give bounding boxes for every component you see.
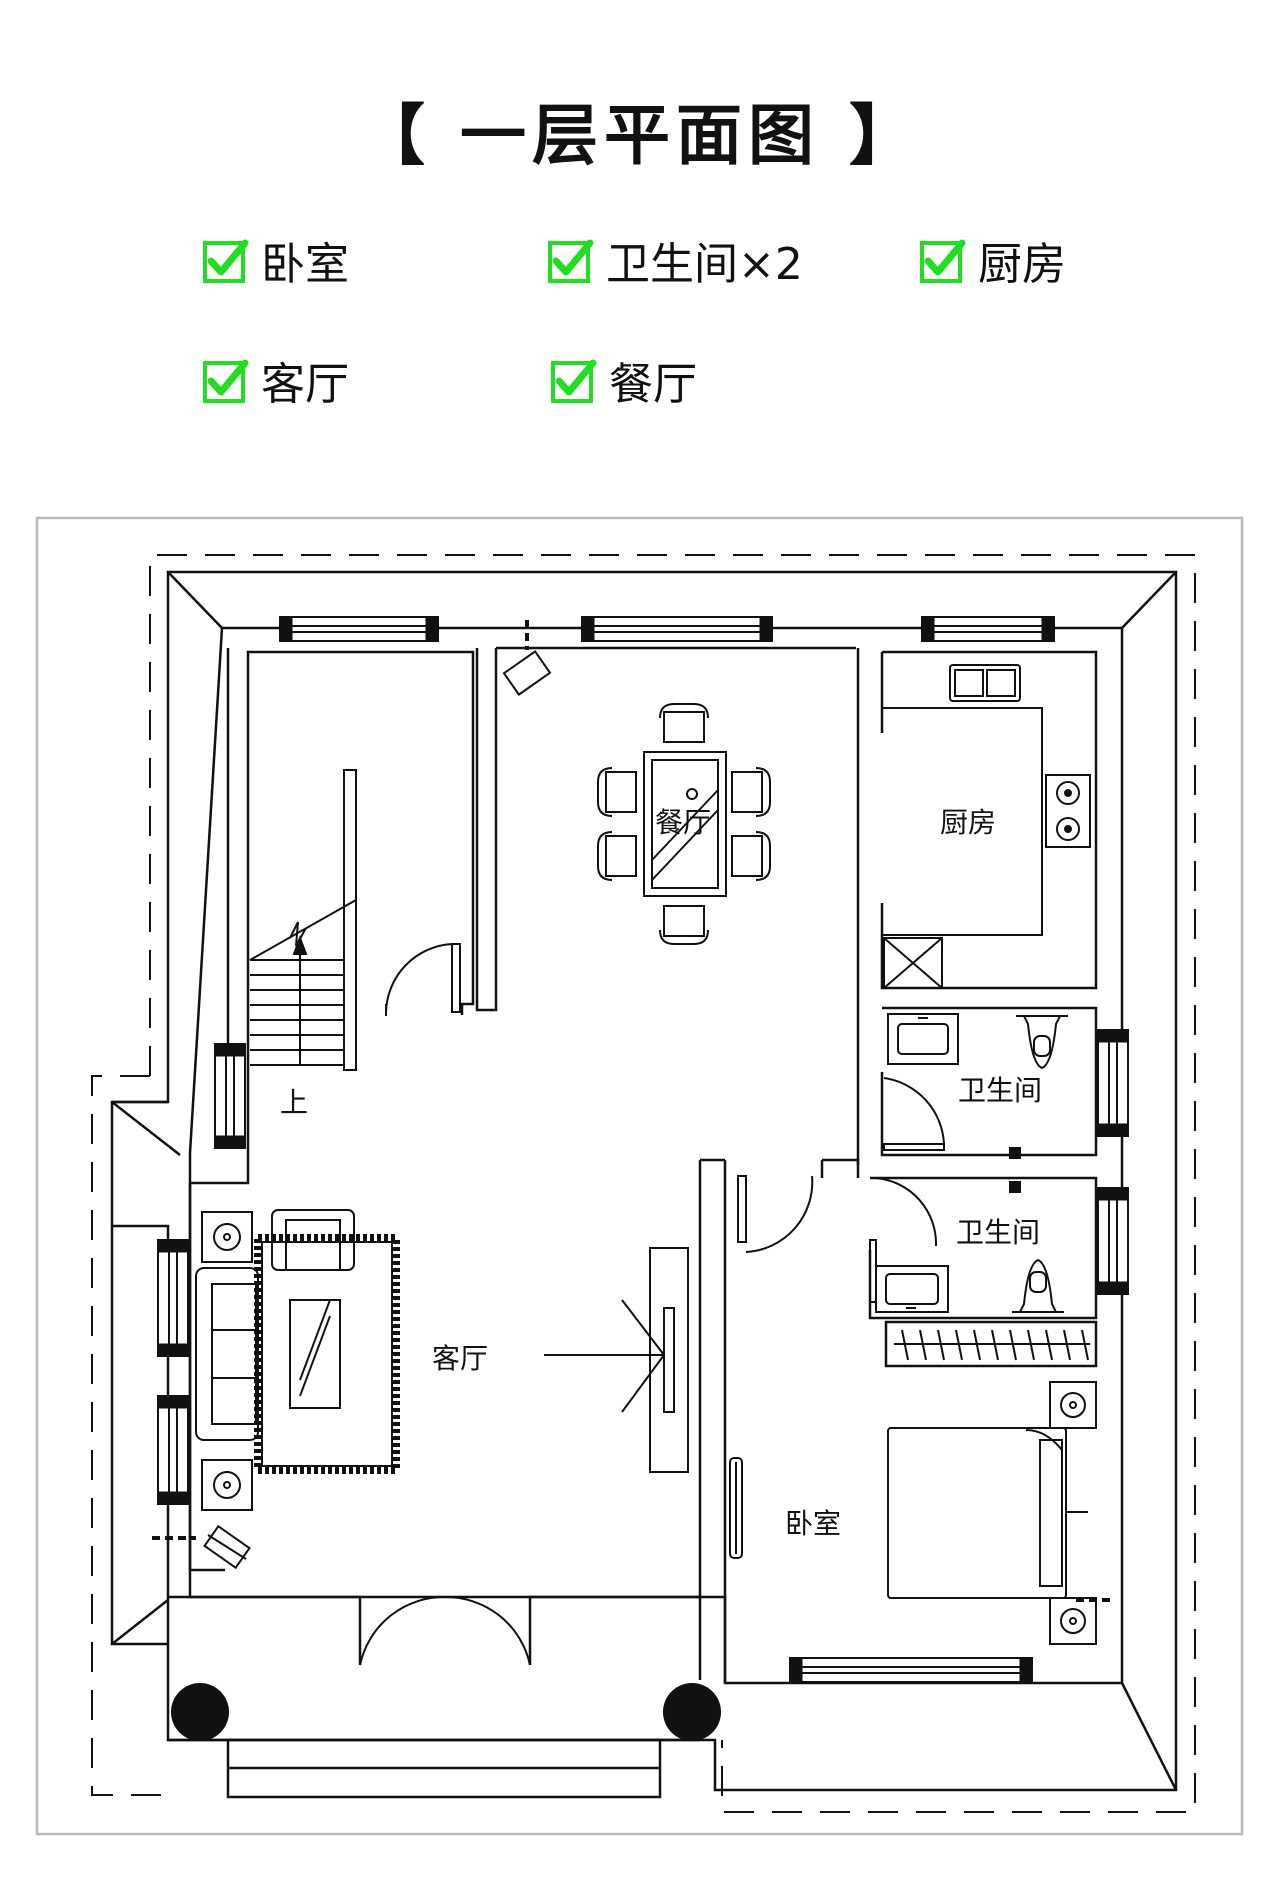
window-left-stair <box>214 1043 246 1149</box>
door-stair-room <box>385 943 461 1016</box>
door-bath2 <box>869 1177 938 1303</box>
checkbox-checked-icon <box>203 359 249 403</box>
bath2-label: 卫生间 <box>956 1216 1040 1249</box>
page-title: 【 一层平面图 】 <box>359 97 921 174</box>
stairs-up-label: 上 <box>280 1086 308 1119</box>
staircase <box>249 769 357 1071</box>
door-bath1 <box>883 1077 945 1151</box>
dining-label: 餐厅 <box>655 806 711 839</box>
eave-outline <box>91 554 1196 1813</box>
living-room-furniture <box>152 1209 689 1570</box>
check-label: 卫生间×2 <box>606 239 803 290</box>
check-label: 卧室 <box>261 239 349 290</box>
window-right-bath2 <box>1097 1187 1129 1295</box>
checkbox-checked-icon <box>548 239 594 283</box>
door-front <box>359 1595 531 1666</box>
kitchen-label: 厨房 <box>940 806 996 839</box>
window-bottom-bedroom <box>789 1657 1033 1683</box>
window-left-living-2 <box>157 1395 189 1505</box>
plan-frame <box>35 516 1244 1836</box>
check-item-bathroom: 卫生间×2 <box>548 228 803 292</box>
bath1-label: 卫生间 <box>958 1074 1042 1107</box>
window-top-mid <box>581 616 773 642</box>
window-top-left <box>279 616 439 642</box>
check-label: 餐厅 <box>609 359 697 410</box>
interior-walls <box>168 646 1098 1799</box>
porch-column <box>663 1683 721 1741</box>
check-label: 客厅 <box>261 359 349 410</box>
bedroom-furniture <box>729 1381 1097 1645</box>
bedroom-label: 卧室 <box>785 1507 841 1540</box>
checkbox-checked-icon <box>920 239 966 283</box>
window-left-living-1 <box>157 1239 189 1357</box>
checkbox-checked-icon <box>203 239 249 283</box>
door-bedroom <box>737 1175 814 1253</box>
room-checklist: 卧室 卫生间×2 厨房 客厅 餐厅 <box>0 0 1280 420</box>
checkbox-checked-icon <box>551 359 597 403</box>
porch-column <box>171 1683 229 1741</box>
bath1-fixtures <box>887 1013 1068 1070</box>
kitchen-fixtures <box>882 664 1091 989</box>
check-item-dining-room: 餐厅 <box>551 348 697 412</box>
living-label: 客厅 <box>432 1342 488 1375</box>
window-right-bath1 <box>1097 1029 1129 1137</box>
check-item-kitchen: 厨房 <box>920 228 1066 292</box>
window-top-right <box>921 616 1055 642</box>
bath2-fixtures <box>875 1147 1064 1313</box>
check-label: 厨房 <box>978 239 1066 290</box>
windows <box>157 616 1129 1683</box>
dining-table-set <box>597 703 771 945</box>
check-item-bedroom: 卧室 <box>203 228 349 292</box>
doors <box>359 943 945 1666</box>
utility-box-top <box>502 620 1110 1602</box>
wardrobe <box>894 1329 1090 1361</box>
check-item-living-room: 客厅 <box>203 348 349 412</box>
